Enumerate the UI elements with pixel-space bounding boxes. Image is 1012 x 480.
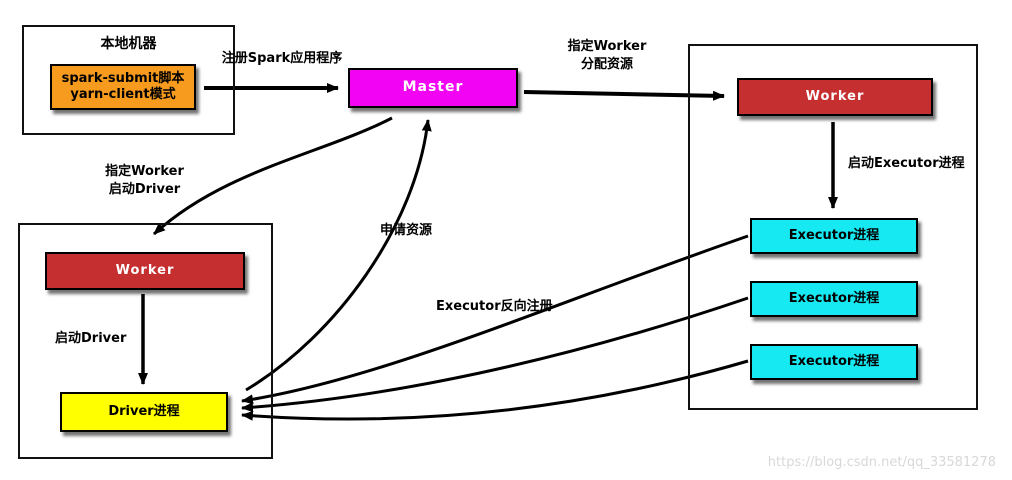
label-assign-worker-resources: 指定Worker 分配资源 [567, 39, 647, 72]
label-launch-driver: 启动Driver [55, 331, 127, 346]
right-worker-box: Worker [737, 78, 933, 116]
label-request-resources: 申请资源 [380, 223, 433, 238]
left-cluster-frame [18, 223, 273, 459]
left-worker-box: Worker [45, 252, 245, 290]
local-machine-frame [22, 25, 235, 135]
watermark-text: https://blog.csdn.net/qq_33581278 [767, 455, 996, 470]
label-register-app: 注册Spark应用程序 [221, 51, 343, 66]
label-launch-executor: 启动Executor进程 [848, 156, 965, 171]
arrow-executor3-reverse-register [241, 359, 749, 421]
right-cluster-frame [688, 44, 978, 410]
label-executor-reverse-register: Executor反向注册 [436, 299, 553, 314]
label-assign-worker-driver: 指定Worker 启动Driver [105, 164, 184, 197]
arrow-request-resources [245, 119, 432, 392]
master-box: Master [348, 68, 518, 108]
driver-box: Driver进程 [60, 392, 228, 432]
arrow-executor1-reverse-register [241, 234, 749, 405]
executor-box-1: Executor进程 [750, 218, 918, 254]
local-machine-title: 本地机器 [100, 36, 157, 52]
executor-box-2: Executor进程 [750, 281, 918, 317]
spark-submit-box: spark-submit脚本 yarn-client模式 [50, 64, 196, 110]
executor-box-3: Executor进程 [750, 344, 918, 380]
